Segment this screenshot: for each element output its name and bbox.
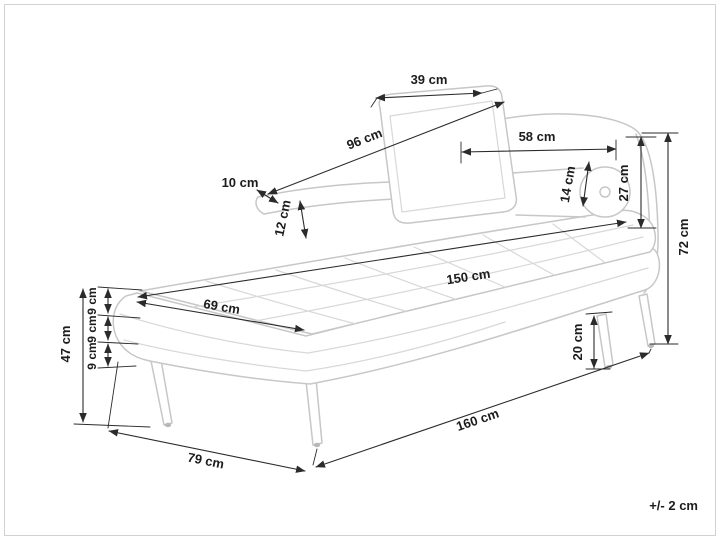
dim-label-seat-height: 47 cm [58, 326, 73, 363]
dim-head-rail-depth: 10 cm [222, 175, 279, 204]
leg-front-right [596, 313, 614, 368]
dim-cushion-layers: 9 cm 9 cm 9 cm [85, 286, 143, 370]
dim-label-bolster-length: 58 cm [519, 129, 556, 144]
dim-label-seat-width: 69 cm [202, 296, 241, 317]
leg-front-left [305, 378, 323, 446]
dim-overall-depth: 79 cm [107, 361, 306, 473]
bolster-end-button [599, 186, 611, 198]
dim-label-head-rail-depth: 10 cm [222, 175, 259, 190]
bolster-end-face [579, 166, 631, 218]
leg-back-right [638, 293, 656, 347]
bolster-top-edge [511, 167, 584, 174]
dim-label-leg-height: 20 cm [570, 324, 585, 361]
dim-backrest-total-height: 72 cm [641, 132, 691, 345]
tolerance-note: +/- 2 cm [649, 498, 698, 513]
dim-bolster-length: 58 cm [460, 129, 617, 164]
foot-back-left [164, 422, 172, 428]
dim-backrest-above-seat: 27 cm [616, 136, 657, 229]
head-rail-end-cap [255, 196, 265, 215]
head-rail-bottom-edge [263, 198, 397, 215]
dim-bolster-diameter: 14 cm [557, 161, 592, 207]
dim-label-seat-length: 150 cm [445, 266, 491, 288]
base-seam-lower [123, 321, 506, 372]
pillow-outline [378, 85, 518, 224]
dim-label-pillow-width: 39 cm [411, 72, 448, 87]
dim-seat-width: 69 cm [136, 296, 305, 333]
chaise-drawing [112, 85, 661, 448]
dim-label-overall-length: 160 cm [454, 406, 501, 434]
dim-head-rail-height: 12 cm [271, 198, 309, 239]
foot-back-right [648, 344, 654, 348]
dim-label-cushion-layer-3: 9 cm [85, 342, 99, 369]
dim-label-cushion-layer-2: 9 cm [85, 315, 99, 342]
dim-seat-length: 150 cm [137, 219, 627, 300]
dim-label-overall-depth: 79 cm [186, 450, 225, 472]
dim-label-backrest-above-seat: 27 cm [616, 165, 631, 202]
dim-seat-height: 47 cm [58, 288, 151, 428]
dim-label-backrest-total-height: 72 cm [676, 219, 691, 256]
dim-label-cushion-layer-1: 9 cm [85, 287, 99, 314]
bolster-bottom-edge [515, 214, 586, 218]
dim-label-bolster-diameter: 14 cm [557, 165, 578, 204]
dim-label-pillow-diagonal: 96 cm [344, 125, 384, 152]
dim-label-head-rail-height: 12 cm [271, 198, 293, 237]
foot-front-left [313, 442, 321, 448]
